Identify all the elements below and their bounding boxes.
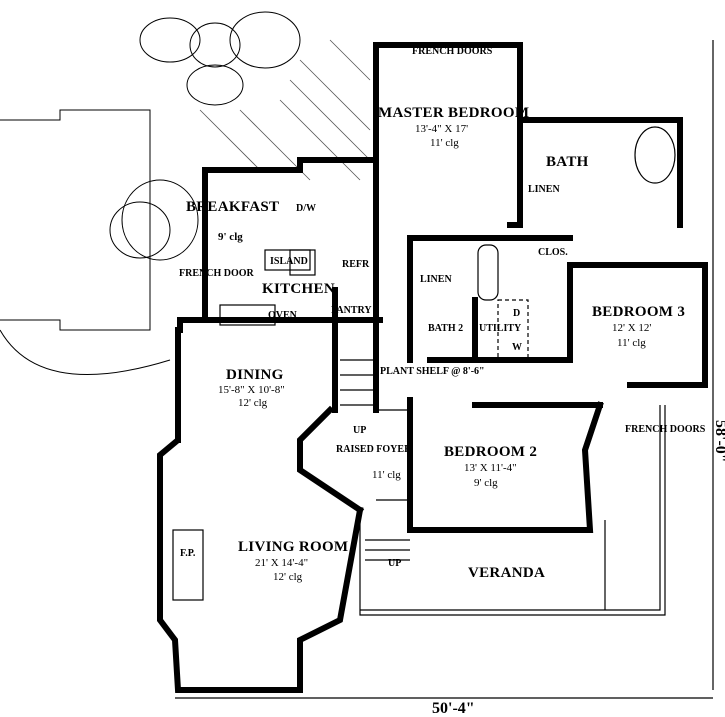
veranda-outline — [359, 405, 666, 616]
dryer-label: D — [513, 308, 520, 319]
living-room-label: LIVING ROOM — [238, 539, 348, 555]
raised-foyer-label: RAISED FOYER — [336, 444, 412, 455]
master-bedroom-label: MASTER BEDROOM — [378, 105, 529, 121]
bedroom2-ceiling: 9' clg — [474, 477, 498, 489]
dining-ceiling: 12' clg — [238, 397, 268, 409]
dimension-lines — [175, 40, 714, 699]
bedroom3-ceiling: 11' clg — [617, 337, 646, 349]
oven-label: OVEN — [268, 310, 298, 321]
veranda-label: VERANDA — [468, 565, 545, 581]
bath-label: BATH — [546, 154, 589, 170]
depth-dimension: 58'-0" — [712, 420, 725, 463]
breakfast-label: BREAKFAST — [186, 199, 279, 215]
raised-foyer-ceiling: 11' clg — [372, 469, 401, 481]
utility-label: UTILITY — [479, 323, 522, 334]
french-door-label: FRENCH DOOR — [179, 268, 255, 279]
entry-up-label: UP — [388, 558, 401, 569]
bedroom2-size: 13' X 11'-4" — [464, 462, 517, 474]
plant-shelf-label: PLANT SHELF @ 8'-6" — [380, 366, 485, 377]
master-bedroom-ceiling: 11' clg — [430, 137, 459, 149]
master-french-doors-label: FRENCH DOORS — [412, 46, 493, 57]
fireplace-label: F.P. — [180, 548, 196, 559]
bedroom3-size: 12' X 12' — [612, 322, 651, 334]
dishwasher-label: D/W — [296, 203, 316, 214]
refrigerator-label: REFR — [342, 259, 370, 270]
living-room-size: 21' X 14'-4" — [255, 557, 308, 569]
bedroom3-label: BEDROOM 3 — [592, 304, 685, 320]
dining-size: 15'-8" X 10'-8" — [218, 384, 285, 396]
island-label: ISLAND — [270, 256, 308, 267]
bedroom2-french-doors-label: FRENCH DOORS — [625, 424, 706, 435]
pantry-label: PANTRY — [331, 305, 372, 316]
closet-label: CLOS. — [538, 247, 568, 258]
master-bedroom-size: 13'-4" X 17' — [415, 123, 468, 135]
island-counter — [264, 249, 311, 271]
width-dimension: 50'-4" — [432, 700, 475, 717]
bedroom2-label: BEDROOM 2 — [444, 444, 537, 460]
linen-master-label: LINEN — [528, 184, 560, 195]
fixtures — [172, 126, 676, 601]
stair-up-label: UP — [353, 425, 366, 436]
bath2-label: BATH 2 — [428, 323, 463, 334]
washer-label: W — [512, 342, 522, 353]
dining-label: DINING — [226, 367, 284, 383]
landscape-trees — [0, 11, 301, 375]
kitchen-label: KITCHEN — [262, 281, 335, 297]
breakfast-ceiling: 9' clg — [218, 231, 243, 243]
living-room-ceiling: 12' clg — [273, 571, 303, 583]
linen-hall-label: LINEN — [420, 274, 452, 285]
